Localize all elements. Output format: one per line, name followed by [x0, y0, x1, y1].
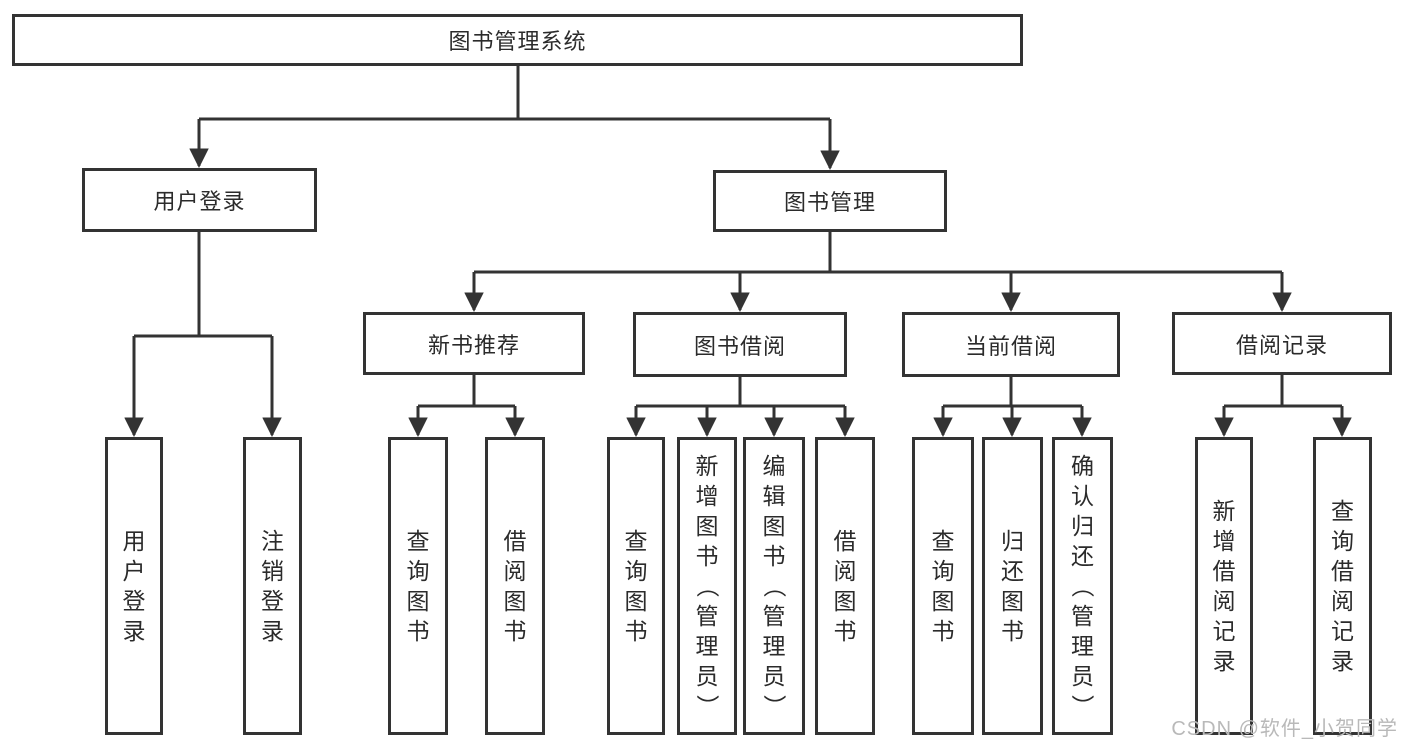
leaf-label: 确认归还（管理员）	[1069, 453, 1096, 718]
leaf-label: 查询图书	[624, 528, 648, 644]
node-label: 图书管理	[783, 190, 876, 215]
node-root-label: 图书管理系统	[448, 29, 587, 54]
leaf-label: 借阅图书	[833, 528, 857, 644]
leaf-borrow-books-recommend: 借阅图书	[485, 437, 545, 735]
leaf-label: 新增借阅记录	[1212, 498, 1236, 674]
leaf-label: 用户登录	[122, 528, 146, 644]
node-borrow-records: 借阅记录	[1172, 312, 1392, 375]
leaf-borrow-books: 借阅图书	[815, 437, 875, 735]
leaf-return-books: 归还图书	[982, 437, 1043, 735]
leaf-user-login: 用户登录	[105, 437, 163, 735]
node-book-management: 图书管理	[713, 170, 947, 232]
leaf-search-books-current: 查询图书	[912, 437, 974, 735]
leaf-label: 注销登录	[261, 528, 284, 644]
leaf-label: 查询图书	[931, 528, 955, 644]
node-label: 图书借阅	[693, 333, 786, 359]
leaf-edit-book-admin: 编辑图书（管理员）	[743, 437, 805, 735]
leaf-label: 新增图书（管理员）	[694, 453, 720, 718]
leaf-label: 查询图书	[406, 528, 430, 644]
node-current-borrow: 当前借阅	[902, 312, 1120, 377]
node-book-borrow: 图书借阅	[633, 312, 847, 377]
leaf-label: 查询借阅记录	[1331, 498, 1354, 674]
leaf-search-books-borrow: 查询图书	[607, 437, 665, 735]
leaf-search-borrow-record: 查询借阅记录	[1313, 437, 1372, 735]
node-new-book-recommend: 新书推荐	[363, 312, 585, 375]
node-root: 图书管理系统	[12, 14, 1023, 66]
leaf-confirm-return-admin: 确认归还（管理员）	[1052, 437, 1113, 735]
leaf-add-book-admin: 新增图书（管理员）	[677, 437, 737, 735]
leaf-search-books-recommend: 查询图书	[388, 437, 448, 735]
node-label: 用户登录	[153, 189, 246, 214]
leaf-label: 借阅图书	[503, 528, 527, 644]
leaf-add-borrow-record: 新增借阅记录	[1195, 437, 1253, 735]
csdn-watermark: CSDN @软件_小贺同学	[1171, 718, 1398, 740]
leaf-logout-login: 注销登录	[243, 437, 302, 735]
node-label: 当前借阅	[964, 333, 1057, 359]
node-label: 新书推荐	[427, 332, 520, 358]
leaf-label: 编辑图书（管理员）	[761, 453, 787, 718]
node-label: 借阅记录	[1235, 332, 1328, 358]
leaf-label: 归还图书	[1001, 528, 1024, 644]
node-user-login: 用户登录	[82, 168, 317, 232]
